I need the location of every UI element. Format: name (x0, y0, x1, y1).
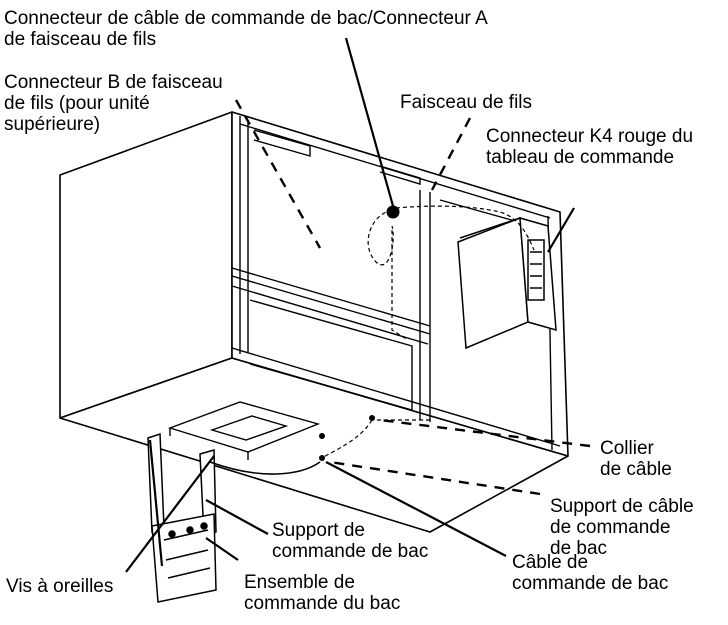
cable-clamp-point (369, 415, 375, 421)
label-tray-control-assembly: Ensemble de commande du bac (244, 572, 401, 614)
label-cable-clamp: Collier de câble (600, 438, 672, 480)
label-harness-connector-b: Connecteur B de faisceau de fils (pour u… (4, 72, 223, 135)
drain-opening (167, 401, 321, 460)
connector-a (386, 205, 400, 219)
label-k4-connector: Connecteur K4 rouge du tableau de comman… (486, 126, 694, 168)
label-tray-control-cable: Câble de commande de bac (512, 552, 669, 594)
leader-lines (125, 37, 575, 573)
label-wire-harness: Faisceau de fils (400, 92, 533, 113)
label-thumb-screws: Vis à oreilles (6, 576, 114, 597)
cable-support-point (319, 455, 325, 461)
label-tray-control-support: Support de commande de bac (272, 520, 429, 562)
label-tray-cable-connector: Connecteur de câble de commande de bac/C… (4, 8, 488, 50)
frame-rails (231, 116, 561, 451)
label-cable-support: Support de câble de commande de bac (550, 496, 694, 559)
tray-control-cable (209, 461, 321, 475)
control-board-box (457, 216, 557, 350)
dashed-leaders (234, 99, 591, 496)
